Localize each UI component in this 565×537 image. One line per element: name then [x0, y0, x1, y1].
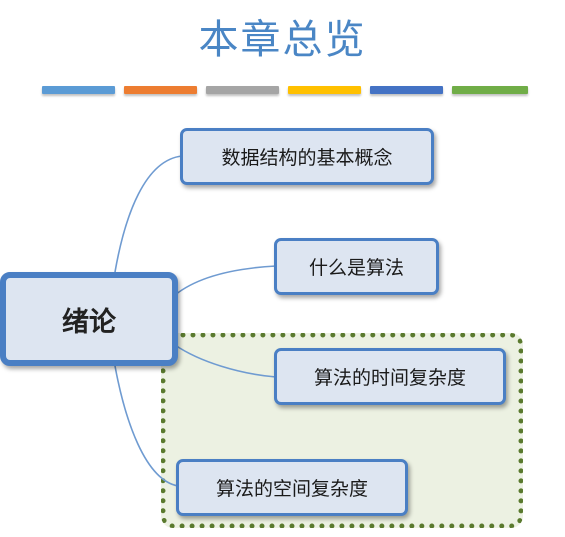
color-bar-strip: [42, 86, 528, 94]
color-bar-dark-blue: [370, 86, 443, 94]
mindmap-root-node[interactable]: 绪论: [0, 272, 178, 366]
page-title: 本章总览: [198, 17, 367, 63]
mindmap-branch-node[interactable]: 算法的空间复杂度: [176, 459, 408, 516]
color-bar-green: [452, 86, 528, 94]
connector-to-branch-4: [114, 365, 179, 487]
color-bar-orange: [124, 86, 197, 94]
connector-to-branch-2: [174, 265, 277, 296]
mindmap-branch-node[interactable]: 什么是算法: [274, 238, 439, 295]
color-bar-yellow: [288, 86, 361, 94]
mindmap-branch-node[interactable]: 算法的时间复杂度: [274, 348, 506, 405]
color-bar-gray: [206, 86, 279, 94]
connector-to-branch-1: [114, 155, 183, 273]
mindmap-branch-node[interactable]: 数据结构的基本概念: [180, 128, 434, 185]
color-bar-blue: [42, 86, 115, 94]
connector-to-branch-3: [174, 344, 277, 378]
